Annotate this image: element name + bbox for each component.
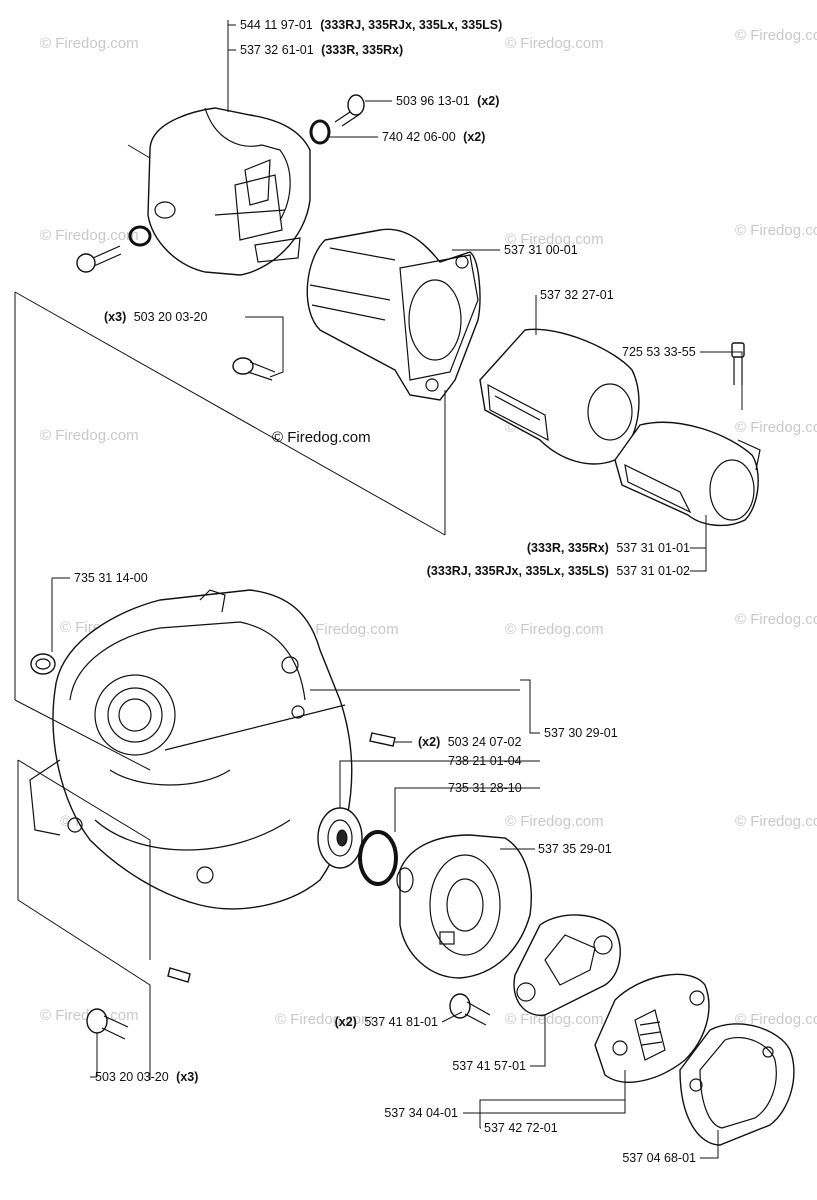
seal-part (358, 830, 398, 886)
watermark: © Firedog.com (735, 419, 817, 436)
clutch-drum-part (396, 834, 532, 979)
part-number: 537 31 01-02 (616, 564, 690, 578)
part-number: 537 32 61-01 (240, 43, 314, 57)
label-oring: 740 42 06-00 (x2) (382, 130, 485, 144)
label-cover-b: 537 32 61-01 (333R, 335Rx) (240, 43, 403, 57)
watermark: © Firedog.com (505, 35, 604, 52)
label-clip: 735 31 14-00 (74, 571, 148, 585)
watermark: © Firedog.com (505, 1011, 604, 1028)
label-muffler-a: (333R, 335Rx) 537 31 01-01 (527, 541, 690, 555)
cover-screw-part (76, 94, 365, 273)
leader-lines (14, 20, 743, 1159)
part-number: 537 31 01-01 (616, 541, 690, 555)
muffler-part (614, 421, 761, 527)
bottom-screw-part (86, 1008, 129, 1040)
label-pin: (x2) 503 24 07-02 (418, 735, 521, 749)
clutch-screw-part (449, 993, 491, 1026)
part-number: 537 34 04-01 (384, 1106, 458, 1120)
part-number: 503 96 13-01 (396, 94, 470, 108)
cylinder-screw-part (232, 357, 276, 381)
watermark: © Firedog.com (735, 611, 817, 628)
part-note: (x2) (418, 735, 440, 749)
part-number: 740 42 06-00 (382, 130, 456, 144)
label-muffler-b: (333RJ, 335RJx, 335Lx, 335LS) 537 31 01-… (427, 564, 690, 578)
washer-plate-part (513, 914, 621, 1016)
label-piston: 537 32 27-01 (540, 288, 614, 302)
part-number: 537 42 72-01 (484, 1121, 558, 1135)
part-number: 738 21 01-04 (448, 754, 522, 768)
pin-part (167, 732, 396, 983)
label-bearing: 738 21 01-04 (448, 754, 522, 768)
part-number: 735 31 28-10 (448, 781, 522, 795)
label-screw-b: (x3) 503 20 03-20 (104, 310, 207, 324)
part-note: (x2) (335, 1015, 357, 1029)
part-number: 544 11 97-01 (240, 18, 313, 32)
part-number: 503 20 03-20 (95, 1070, 169, 1084)
label-bolt: 725 53 33-55 (622, 345, 696, 359)
clutch-assembly-part (594, 973, 710, 1083)
cylinder-cover-part (147, 107, 311, 276)
label-crankcase: 537 30 29-01 (544, 726, 618, 740)
part-number: 735 31 14-00 (74, 571, 148, 585)
part-number: 537 30 29-01 (544, 726, 618, 740)
watermark: © Firedog.com (735, 813, 817, 830)
label-cylinder: 537 31 00-01 (504, 243, 578, 257)
part-note: (333R, 335Rx) (321, 43, 403, 57)
cylinder-part (306, 228, 481, 401)
watermark: © Firedog.com (735, 222, 817, 239)
watermark: © Firedog.com (735, 27, 817, 44)
part-number: 503 20 03-20 (134, 310, 208, 324)
part-note: (x3) (176, 1070, 198, 1084)
watermark: © Firedog.com (40, 227, 139, 244)
part-note: (x3) (104, 310, 126, 324)
part-note: (x2) (463, 130, 485, 144)
watermark: © Firedog.com (300, 621, 399, 638)
part-note: (333RJ, 335RJx, 335Lx, 335LS) (320, 18, 502, 32)
part-number: 537 41 81-01 (364, 1015, 438, 1029)
label-clutch-b: 537 42 72-01 (484, 1121, 558, 1135)
piston-part (479, 328, 640, 465)
label-cover-a: 544 11 97-01 (333RJ, 335RJx, 335Lx, 335L… (240, 18, 502, 32)
clip-part (30, 653, 56, 675)
label-screw-a: 503 96 13-01 (x2) (396, 94, 499, 108)
label-washer: 537 41 57-01 (452, 1059, 526, 1073)
label-clutch-a: 537 34 04-01 (384, 1106, 458, 1120)
label-seal: 735 31 28-10 (448, 781, 522, 795)
label-drum: 537 35 29-01 (538, 842, 612, 856)
o-ring-part (128, 119, 331, 247)
part-number: 503 24 07-02 (448, 735, 522, 749)
watermark: © Firedog.com (505, 621, 604, 638)
watermark: © Firedog.com (40, 427, 139, 444)
watermark: © Firedog.com (505, 813, 604, 830)
part-note: (333RJ, 335RJx, 335Lx, 335LS) (427, 564, 609, 578)
label-screw-c: (x2) 537 41 81-01 (335, 1015, 438, 1029)
part-number: 537 41 57-01 (452, 1059, 526, 1073)
part-labels: 544 11 97-01 (333RJ, 335RJx, 335Lx, 335L… (74, 18, 696, 1165)
part-number: 537 35 29-01 (538, 842, 612, 856)
watermark: © Firedog.com (735, 1011, 817, 1028)
gasket-part (679, 1023, 795, 1146)
watermark: © Firedog.com (275, 1011, 374, 1028)
label-screw-d: 503 20 03-20 (x3) (95, 1070, 198, 1084)
part-number: 537 31 00-01 (504, 243, 578, 257)
watermark: © Firedog.com (505, 231, 604, 248)
part-note: (333R, 335Rx) (527, 541, 609, 555)
bearing-part (317, 807, 363, 869)
crankcase-part (29, 589, 353, 910)
watermark: © Firedog.com (40, 35, 139, 52)
part-note: (x2) (477, 94, 499, 108)
copyright-text: © Firedog.com (272, 429, 371, 446)
label-gasket: 537 04 68-01 (622, 1151, 696, 1165)
part-number: 537 32 27-01 (540, 288, 614, 302)
part-number: 537 04 68-01 (622, 1151, 696, 1165)
part-number: 725 53 33-55 (622, 345, 696, 359)
